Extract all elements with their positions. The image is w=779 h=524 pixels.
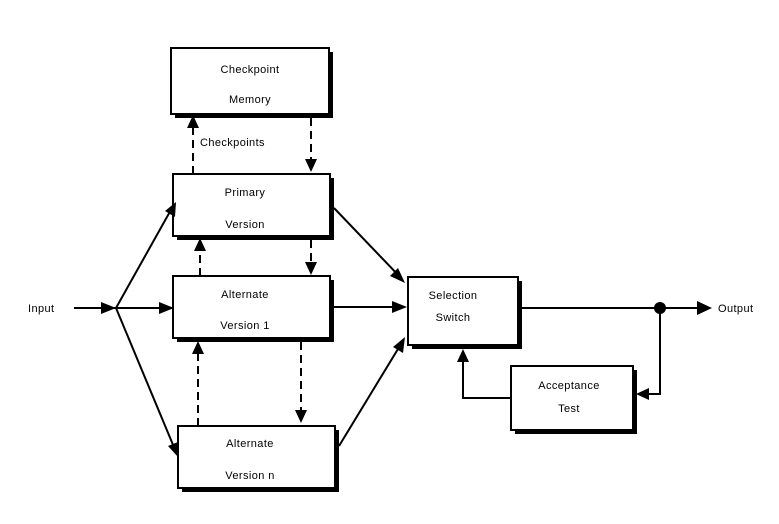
checkpoint-memory-label-line1: Checkpoint xyxy=(220,64,279,76)
alternate-1-to-selection-switch-arrow xyxy=(334,301,407,313)
alternate-version-n-label-line2: Version n xyxy=(225,470,274,482)
input-to-primary-arrow xyxy=(115,202,176,309)
primary-version-label-line2: Version xyxy=(225,219,265,231)
acceptance-test-to-selection-switch-arrow xyxy=(457,349,511,399)
input-to-alternate-n-arrow xyxy=(115,307,178,457)
output-label: Output xyxy=(718,303,753,315)
alternate-version-1-label-line2: Version 1 xyxy=(220,320,269,332)
checkpoint-memory-label-line2: Memory xyxy=(229,94,271,106)
primary-version-label-line1: Primary xyxy=(225,187,266,199)
primary-version-box: Primary Version xyxy=(172,173,334,240)
checkpoints-label: Checkpoints xyxy=(200,137,265,149)
alternate-version-1-box: Alternate Version 1 xyxy=(172,275,334,342)
alternate-n-to-selection-switch-arrow xyxy=(338,337,405,447)
input-arrow xyxy=(74,302,116,314)
alternate-version-1-label-line1: Alternate xyxy=(221,289,269,301)
selection-switch-label-line2: Switch xyxy=(436,312,471,324)
acceptance-test-box: Acceptance Test xyxy=(510,365,637,434)
checkpoint-memory-to-primary-arrow xyxy=(305,118,317,172)
selection-switch-label-line1: Selection xyxy=(429,290,478,302)
alternate-1-to-primary-arrow xyxy=(194,238,206,276)
output-to-acceptance-test-arrow xyxy=(636,308,661,400)
primary-to-checkpoint-memory-arrow xyxy=(187,115,199,174)
input-label: Input xyxy=(28,303,54,315)
input-to-alternate-1-arrow xyxy=(116,302,174,314)
alternate-version-n-box: Alternate Version n xyxy=(177,425,339,492)
selection-switch-box: Selection Switch xyxy=(407,276,522,349)
acceptance-test-label-line1: Acceptance xyxy=(538,380,599,392)
checkpoint-memory-box: Checkpoint Memory xyxy=(170,47,333,118)
primary-to-alternate-1-arrow xyxy=(305,240,317,275)
alternate-n-to-alternate-1-arrow xyxy=(192,341,204,426)
alternate-1-to-alternate-n-arrow xyxy=(295,342,307,423)
alternate-version-n-label-line1: Alternate xyxy=(226,438,274,450)
selection-switch-to-output-arrow xyxy=(522,301,712,315)
primary-to-selection-switch-arrow xyxy=(333,207,405,283)
acceptance-test-label-line2: Test xyxy=(558,403,580,415)
